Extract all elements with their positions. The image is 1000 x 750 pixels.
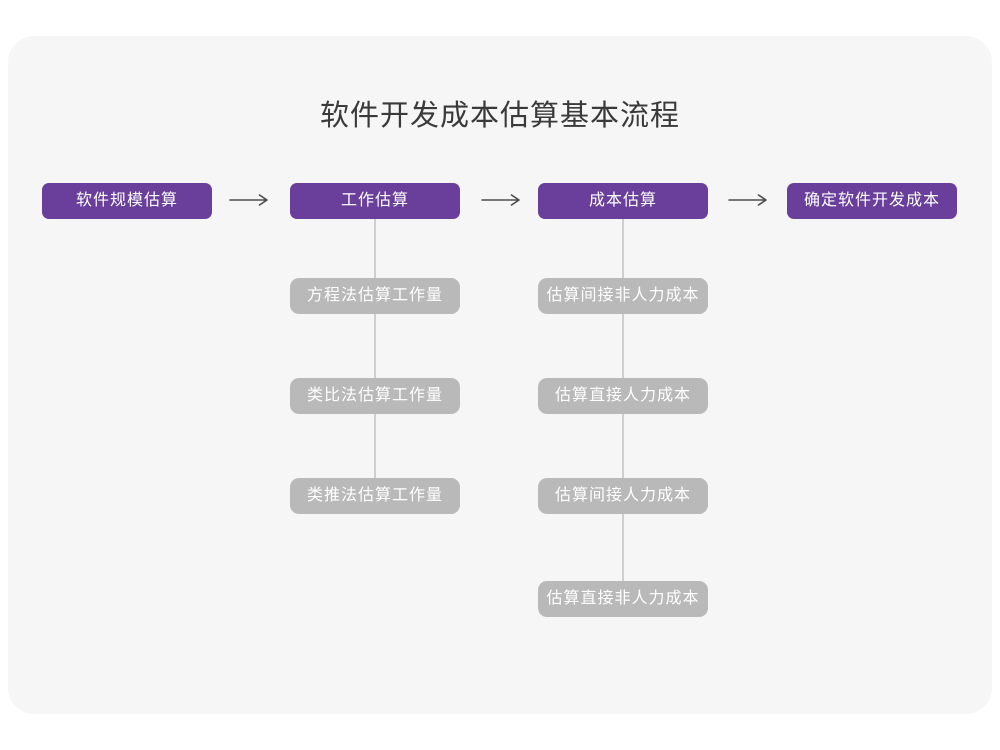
node-indirect-nonlabor-cost: 估算间接非人力成本: [538, 278, 708, 314]
node-indirect-labor-cost: 估算间接人力成本: [538, 478, 708, 514]
node-work-estimation: 工作估算: [290, 183, 460, 219]
node-extrapolation-method: 类推法估算工作量: [290, 478, 460, 514]
node-software-scale-estimation: 软件规模估算: [42, 183, 212, 219]
diagram-card: [8, 36, 992, 714]
node-direct-labor-cost: 估算直接人力成本: [538, 378, 708, 414]
arrow-right-icon: [728, 193, 768, 207]
node-equation-method: 方程法估算工作量: [290, 278, 460, 314]
diagram-title: 软件开发成本估算基本流程: [319, 100, 680, 132]
arrow-right-icon: [229, 193, 269, 207]
node-direct-nonlabor-cost: 估算直接非人力成本: [538, 581, 708, 617]
node-analogy-method: 类比法估算工作量: [290, 378, 460, 414]
arrow-right-icon: [481, 193, 521, 207]
node-determine-development-cost: 确定软件开发成本: [787, 183, 957, 219]
connector-line-work: [374, 218, 376, 496]
node-cost-estimation: 成本估算: [538, 183, 708, 219]
